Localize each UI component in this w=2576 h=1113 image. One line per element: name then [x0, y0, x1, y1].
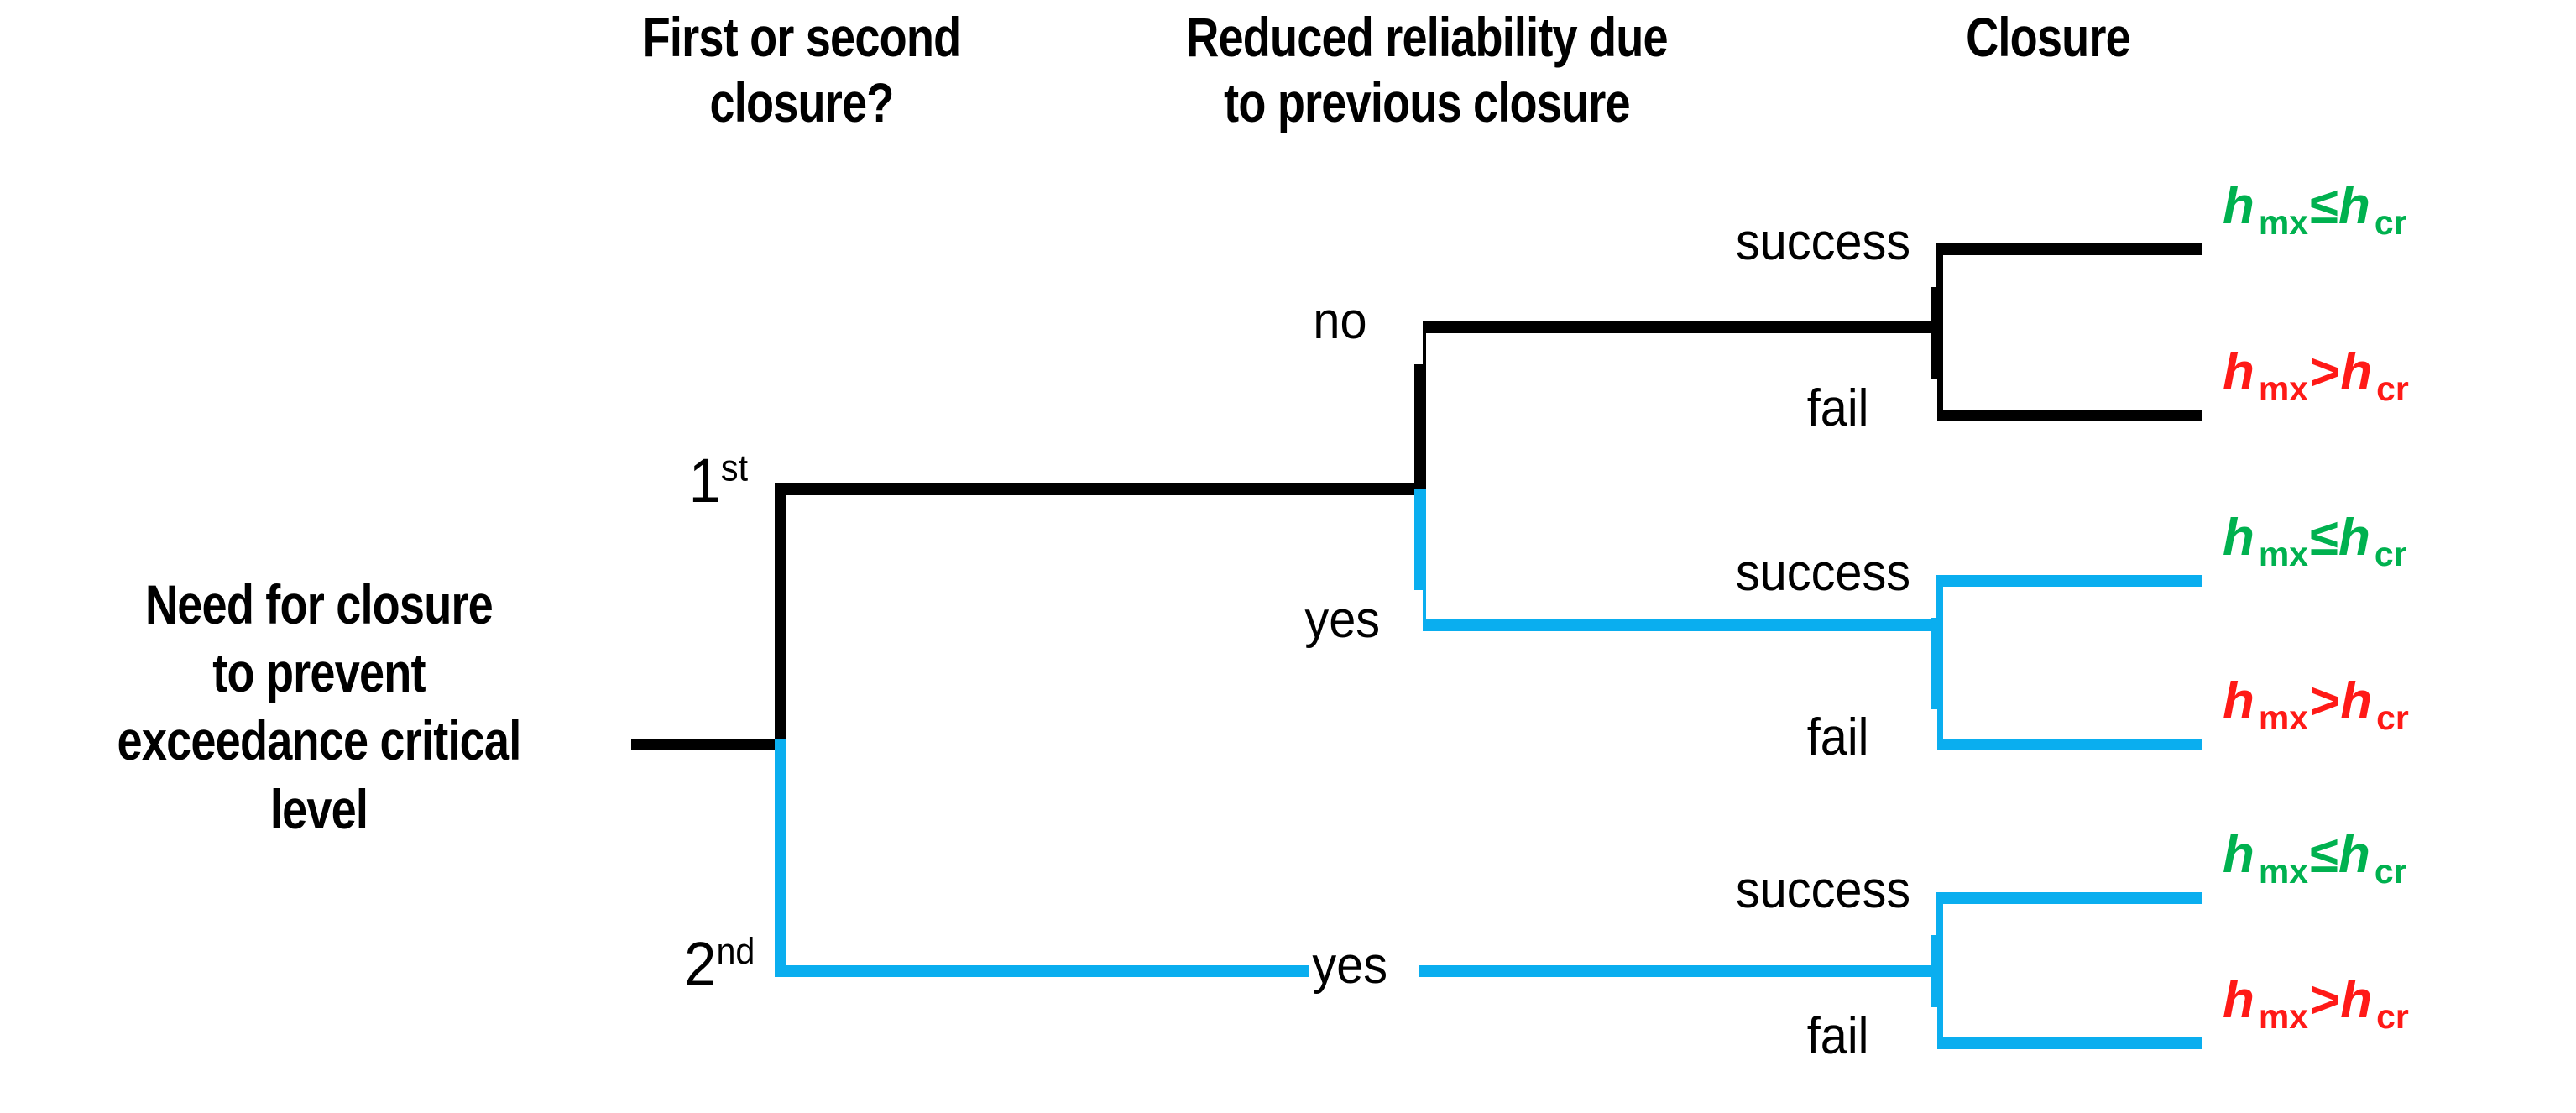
- outcome-sub2: cr: [2376, 369, 2409, 409]
- root-label-line1: Need for closure: [145, 573, 494, 635]
- label-mask-fail-b: [1796, 709, 1937, 781]
- outcome-sub1: mx: [2258, 698, 2308, 738]
- branch-label-first-closure: 1st: [689, 450, 748, 512]
- branch-label-second-closure: 2nd: [684, 933, 755, 995]
- column-header-line1: Closure: [1966, 6, 2131, 68]
- outcome-var1: h: [2223, 826, 2255, 884]
- outcome-var1: h: [2223, 672, 2255, 730]
- branch-label-second-sup: nd: [716, 931, 755, 973]
- branch-label-second-value: 2: [684, 929, 717, 999]
- branch-label-success-c: success: [1736, 865, 1910, 917]
- branch-trunk-second: [775, 739, 1309, 977]
- outcome-operator: >: [2310, 971, 2341, 1029]
- branch-trunk-first: [775, 483, 1426, 750]
- column-header-line2: closure?: [709, 71, 894, 133]
- label-mask-success-c: [1725, 863, 1936, 935]
- branch-label-success-b: success: [1736, 547, 1910, 599]
- label-mask-fail-c: [1796, 1007, 1937, 1079]
- outcome-var2: h: [2338, 509, 2370, 567]
- branch-label-no: no: [1313, 295, 1366, 347]
- outcome-var2: h: [2340, 672, 2373, 730]
- outcome-sub2: cr: [2374, 852, 2407, 891]
- outcome-sub2: cr: [2374, 203, 2407, 243]
- root-label-line3: exceedance critical: [117, 709, 522, 772]
- branch-label-first-value: 1: [688, 446, 721, 515]
- outcome-var2: h: [2340, 971, 2373, 1029]
- label-mask-fail-a: [1796, 379, 1937, 452]
- outcome-operator: ≤: [2310, 826, 2339, 884]
- outcome-operator: ≤: [2310, 509, 2339, 567]
- branch-label-fail-b-text: fail: [1806, 708, 1869, 766]
- column-header-first-or-second: First or second closure?: [561, 5, 1042, 136]
- branch-label-yes-upper-text: yes: [1304, 591, 1381, 649]
- branch-label-success-a-text: success: [1735, 213, 1911, 271]
- outcome-sub1: mx: [2258, 369, 2308, 409]
- outcome-sub1: mx: [2258, 203, 2308, 243]
- outcome-var2: h: [2338, 177, 2370, 235]
- outcome-var1: h: [2223, 971, 2255, 1029]
- column-header-line1: Reduced reliability due: [1186, 6, 1668, 68]
- outcome-var1: h: [2223, 343, 2255, 401]
- outcome-operator: >: [2310, 343, 2341, 401]
- outcome-var1: h: [2223, 509, 2255, 567]
- branch-label-no-text: no: [1313, 292, 1367, 350]
- branch-label-success-a: success: [1736, 217, 1910, 269]
- branch-label-fail-a: fail: [1807, 383, 1869, 435]
- label-mask-no: [1305, 292, 1423, 364]
- label-mask-yes-upper: [1297, 590, 1423, 662]
- root-label-line4: level: [269, 777, 368, 840]
- branch-label-yes-upper: yes: [1304, 594, 1380, 646]
- column-header-line2: to previous closure: [1224, 71, 1630, 133]
- column-header-line1: First or second: [642, 6, 961, 68]
- label-mask-success-a: [1725, 215, 1936, 287]
- branch-label-fail-a-text: fail: [1806, 379, 1869, 437]
- column-header-closure: Closure: [1842, 5, 2255, 71]
- outcome-sub1: mx: [2258, 852, 2308, 891]
- label-mask-success-b: [1725, 546, 1936, 618]
- root-node-label: Need for closure to prevent exceedance c…: [65, 571, 574, 844]
- outcome-sub2: cr: [2374, 535, 2407, 574]
- branch-label-fail-b: fail: [1807, 712, 1869, 764]
- outcome-sub2: cr: [2376, 997, 2409, 1037]
- branch-label-success-c-text: success: [1735, 861, 1911, 919]
- column-header-reduced-reliability: Reduced reliability due to previous clos…: [1152, 5, 1702, 136]
- branch-label-fail-c: fail: [1807, 1011, 1869, 1063]
- outcome-var2: h: [2340, 343, 2373, 401]
- branch-label-yes-lower: yes: [1312, 940, 1387, 992]
- branch-label-success-b-text: success: [1735, 544, 1911, 602]
- outcome-operator: ≤: [2310, 177, 2339, 235]
- root-label-line2: to prevent: [212, 641, 426, 704]
- outcome-var1: h: [2223, 177, 2255, 235]
- outcome-sub1: mx: [2258, 535, 2308, 574]
- branch-label-first-sup: st: [720, 447, 749, 489]
- outcome-sub1: mx: [2258, 997, 2308, 1037]
- outcome-sub2: cr: [2376, 698, 2409, 738]
- branch-label-fail-c-text: fail: [1806, 1007, 1869, 1065]
- outcome-operator: >: [2310, 672, 2341, 730]
- outcome-var2: h: [2338, 826, 2370, 884]
- branch-label-yes-lower-text: yes: [1312, 937, 1388, 995]
